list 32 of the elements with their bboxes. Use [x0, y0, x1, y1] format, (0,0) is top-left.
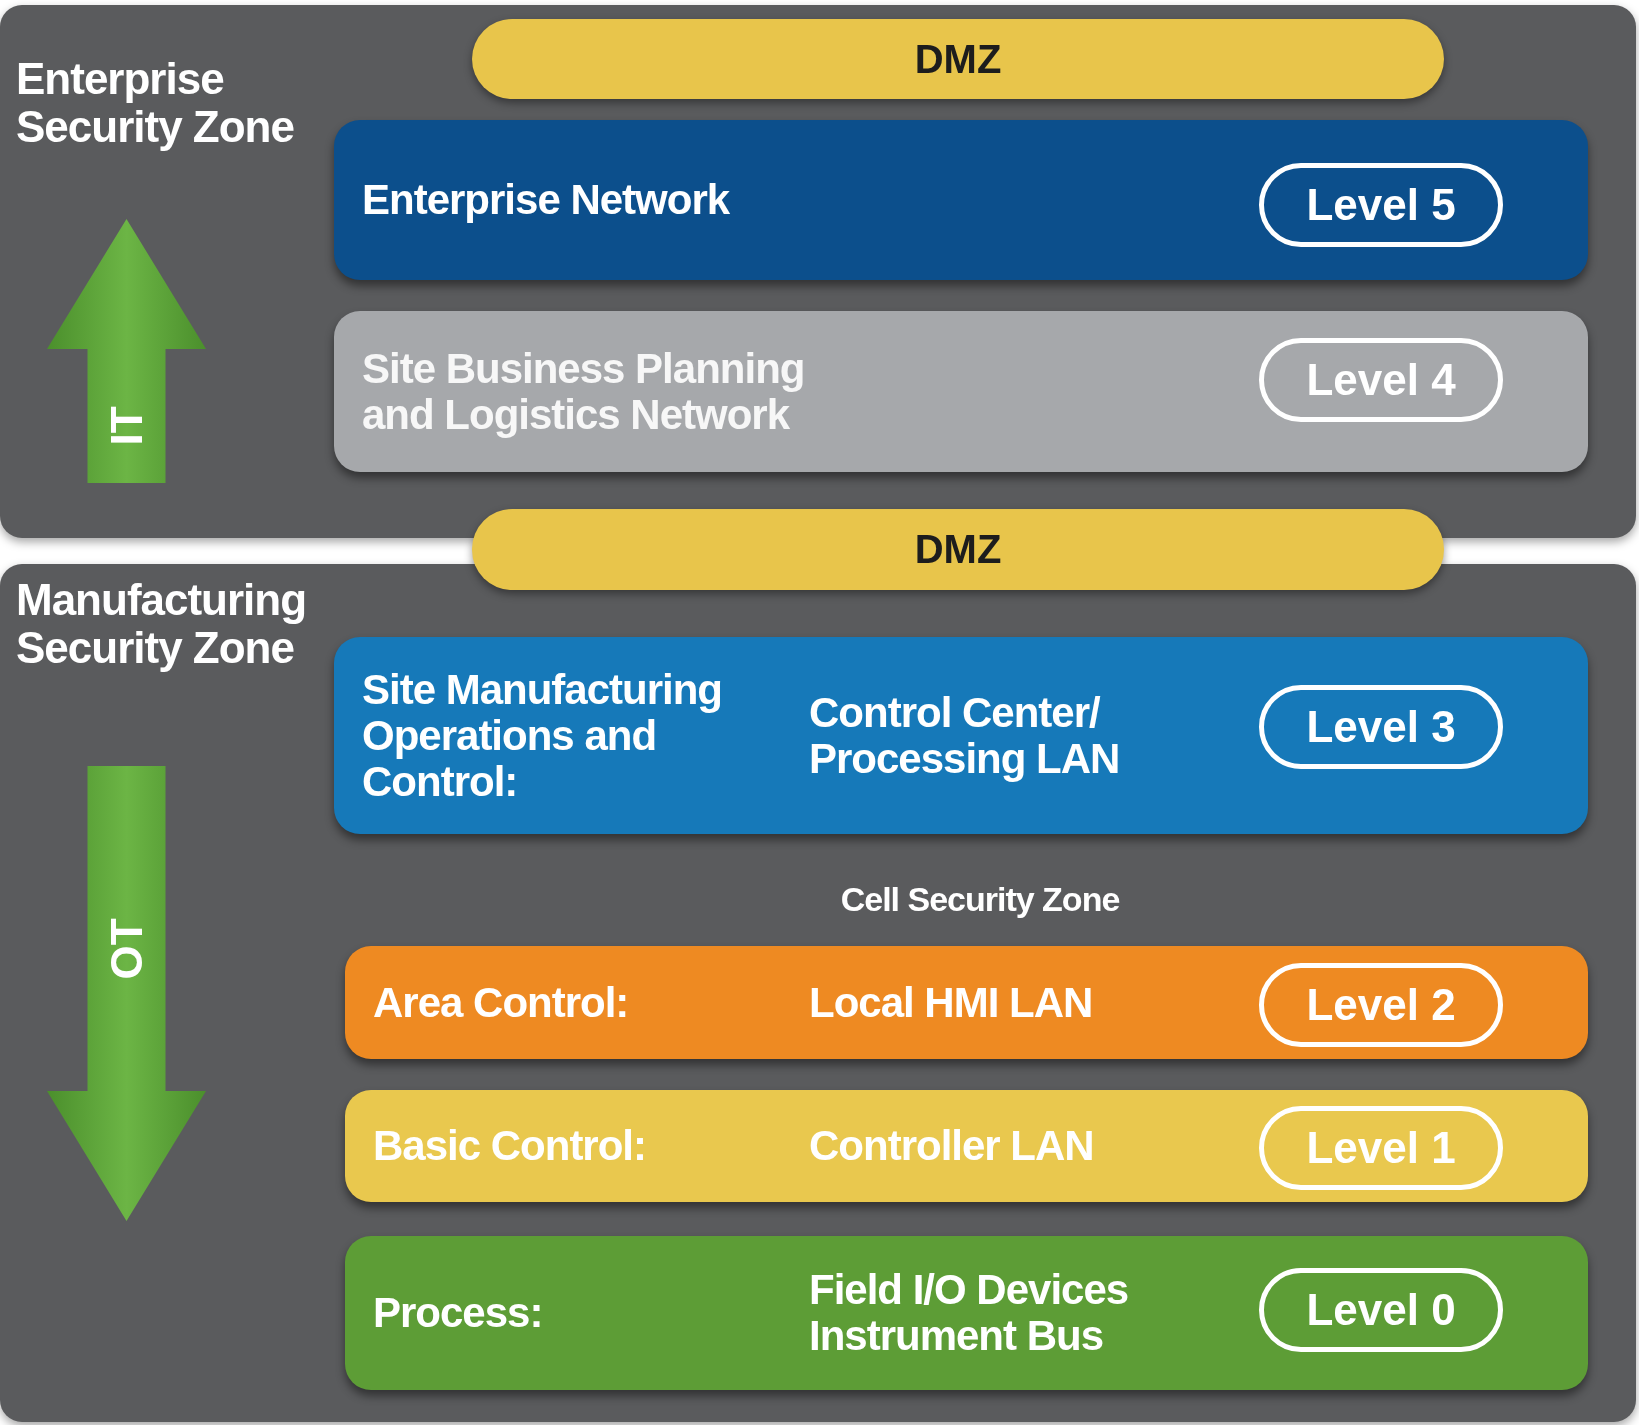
arrow-label: IT: [101, 406, 152, 446]
zone-panel: [0, 564, 1636, 1422]
arrow-label: OT: [101, 917, 152, 980]
level-badge: Level 2: [1259, 963, 1503, 1047]
level-badge: Level 1: [1259, 1106, 1503, 1190]
band-title: Site Business Planning and Logistics Network: [362, 343, 806, 440]
level-band: [345, 1236, 1588, 1390]
zone-label: Cell Security Zone: [839, 880, 1121, 919]
level-band: [334, 637, 1588, 834]
level-badge: Level 0: [1259, 1268, 1503, 1352]
band-subtitle: Controller LAN: [809, 1121, 1095, 1171]
level-badge: Level 3: [1259, 685, 1503, 769]
band-title: Enterprise Network: [362, 175, 731, 225]
zone-title: Manufacturing Security Zone: [16, 576, 308, 672]
level-band: [334, 311, 1588, 472]
level-band: [345, 1090, 1588, 1202]
direction-arrow: [47, 766, 206, 1221]
level-band: [334, 120, 1588, 280]
dmz-bar: DMZ: [472, 19, 1444, 99]
direction-arrow: [47, 219, 206, 483]
dmz-bar: DMZ: [472, 509, 1444, 590]
band-subtitle: Local HMI LAN: [809, 977, 1094, 1028]
band-title: Site Manufacturing Operations and Control:: [362, 664, 724, 807]
level-band: [345, 946, 1588, 1059]
band-title: Area Control:: [373, 977, 630, 1028]
band-subtitle: Field I/O Devices Instrument Bus: [809, 1265, 1130, 1361]
level-badge: Level 5: [1259, 163, 1503, 247]
level-badge: Level 4: [1259, 338, 1503, 422]
band-title: Process:: [373, 1288, 544, 1338]
band-title: Basic Control:: [373, 1121, 648, 1171]
band-subtitle: Control Center/ Processing LAN: [809, 687, 1121, 784]
zone-title: Enterprise Security Zone: [16, 55, 295, 151]
